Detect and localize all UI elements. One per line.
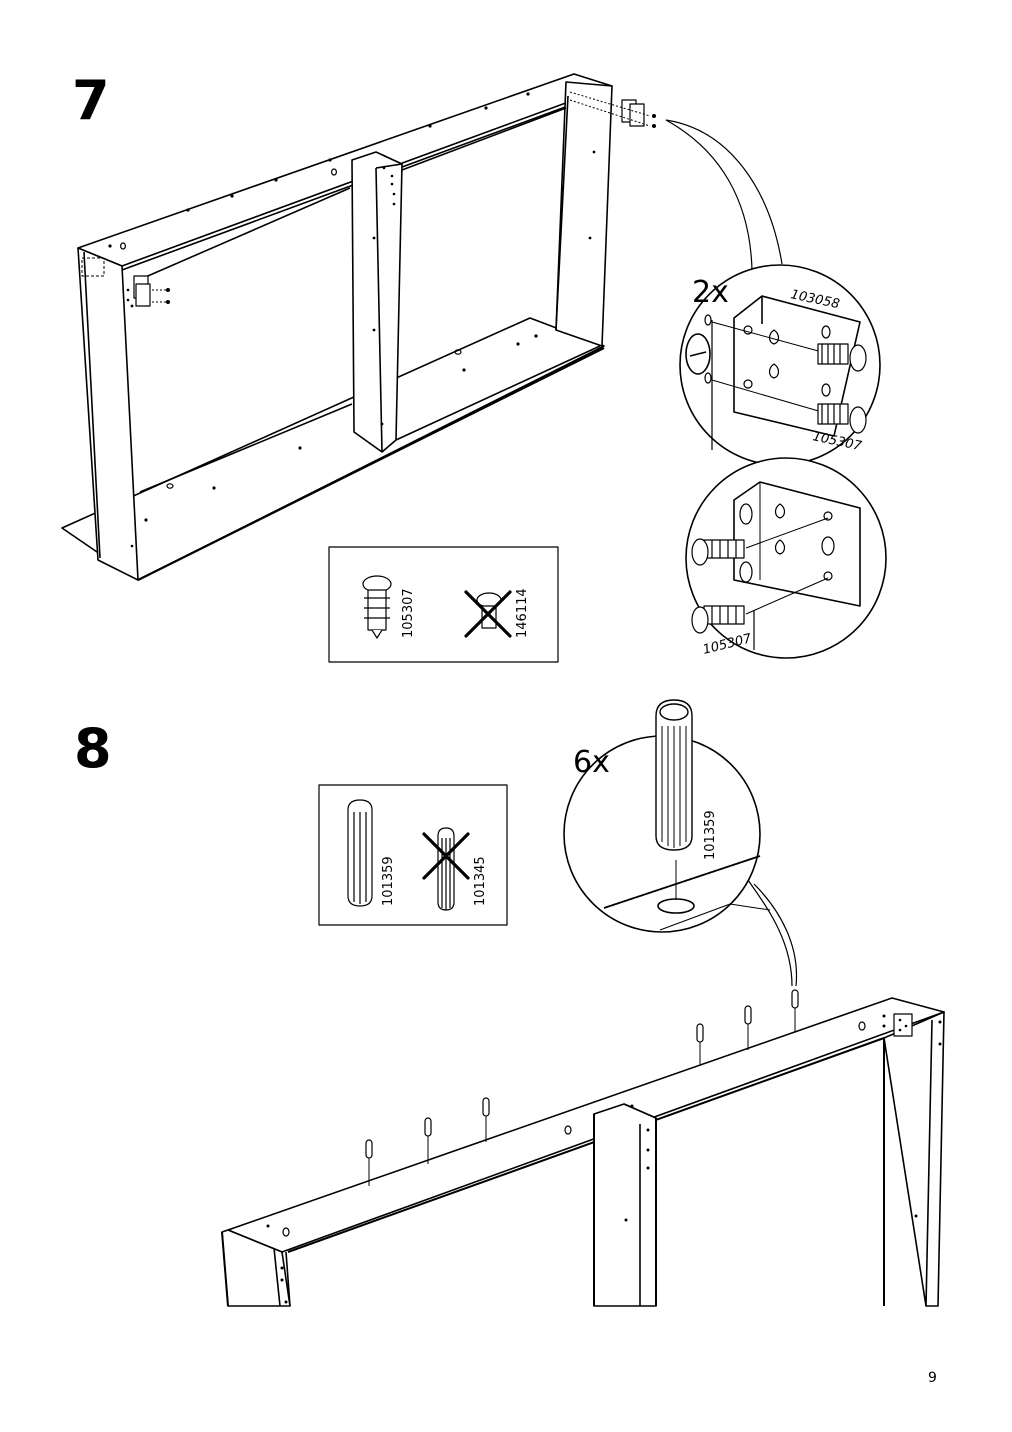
page-number: 9 [928,1370,937,1386]
step-7-callout-top [679,264,881,466]
step-7-number: 7 [72,69,110,132]
step-8-number: 8 [74,717,112,780]
step-8-quantity-label: 6x [573,745,610,780]
step-8-frame [221,989,945,1307]
step-8-dowel-part-number: 101359 [703,810,718,860]
step-8-legend-box [318,784,508,926]
step-7-quantity-label: 2x [692,275,729,310]
step-7-legend-correct-part: 105307 [401,588,416,638]
step-7-callout-bottom [685,457,887,659]
step-8-callout [563,699,798,987]
step-7-legend-wrong-part: 146114 [515,588,530,638]
step-7-frame [61,73,656,581]
step-7-legend-box [328,546,559,663]
step-8-legend-correct-part: 101359 [381,856,396,906]
step-8-legend-wrong-part: 101345 [473,856,488,906]
